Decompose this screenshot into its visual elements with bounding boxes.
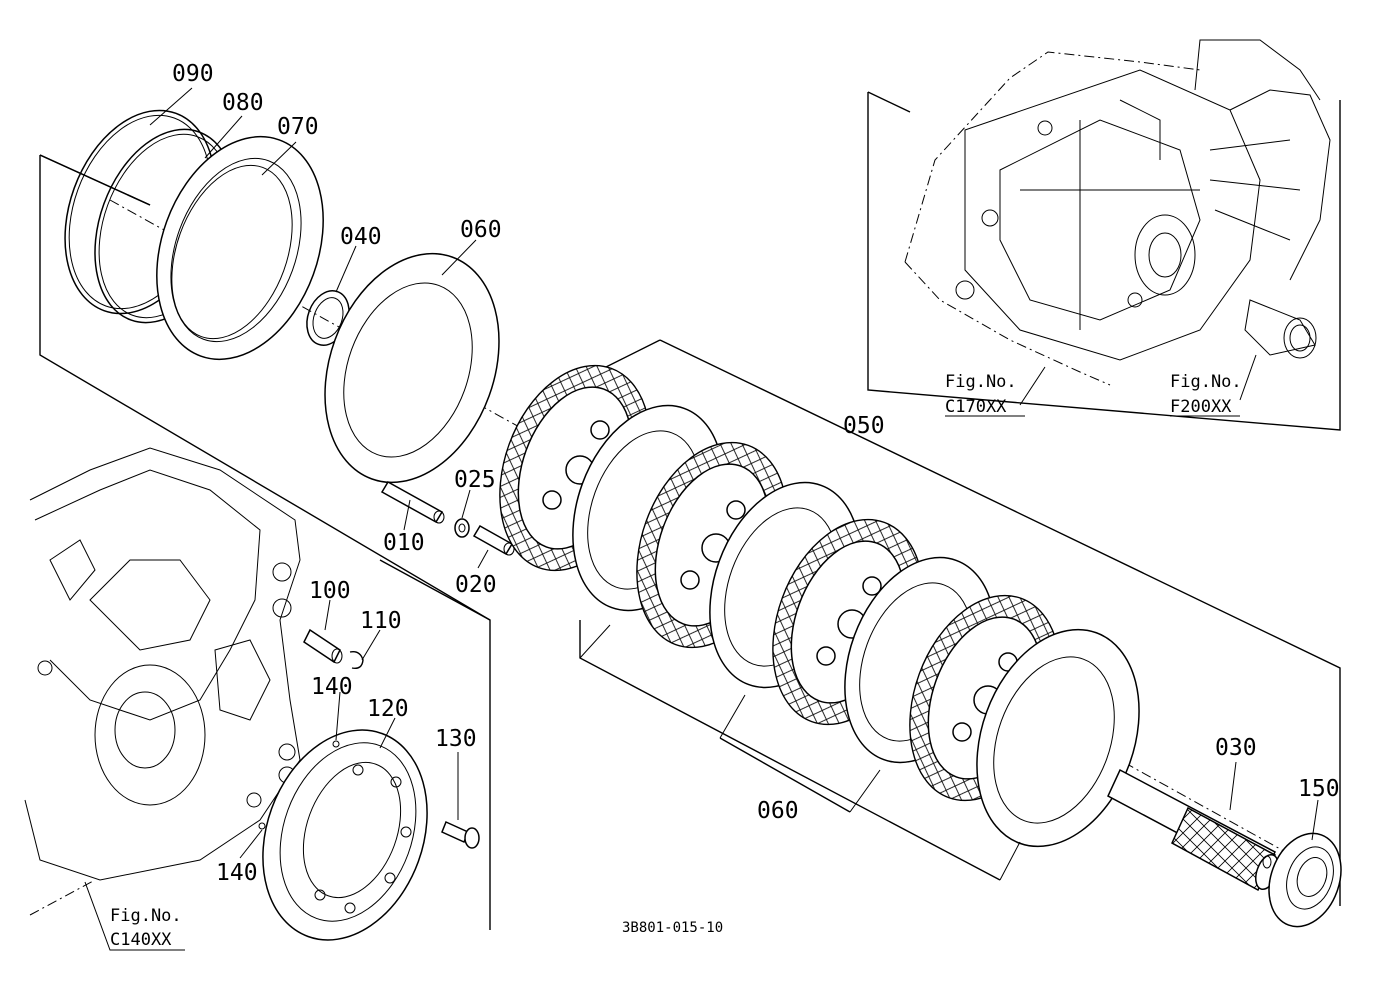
clip-110 [349,650,364,670]
label-025: 025 [454,467,496,493]
label-100: 100 [309,578,351,604]
piston-070 [156,135,324,361]
label-030: 030 [1215,735,1257,761]
oring-140 [258,740,340,830]
label-120: 120 [367,696,409,722]
cover-120 [262,729,428,941]
label-060-bottom: 060 [757,798,799,824]
ref-c170-line2: C170XX [945,397,1007,417]
label-110: 110 [360,608,402,634]
figure-reference-labels: Fig.No. C170XX Fig.No. F200XX Fig.No. C1… [110,372,1242,950]
label-070: 070 [277,114,319,140]
label-050: 050 [843,413,885,439]
label-090: 090 [172,61,214,87]
pin-010 [380,480,445,524]
ref-c170-line1: Fig.No. [945,372,1017,392]
bolt-130 [441,820,480,849]
ref-f200-line2: F200XX [1170,397,1232,417]
label-140-top: 140 [311,674,353,700]
ref-c140-line2: C140XX [110,930,172,950]
ref-c140-line1: Fig.No. [110,906,182,926]
label-060-top: 060 [460,217,502,243]
ring-025 [454,518,470,538]
label-130: 130 [435,726,477,752]
valve-100 [303,628,343,664]
inset-housing-c170 [867,39,1341,431]
label-150: 150 [1298,776,1340,802]
label-010: 010 [383,530,425,556]
steel-plate-060-top [324,252,500,484]
shaft-030 [1107,768,1279,892]
bracket-060-bottom [579,624,1021,881]
label-140-bottom: 140 [216,860,258,886]
bearing-150 [1268,832,1342,928]
ref-f200-line1: Fig.No. [1170,372,1242,392]
part-labels: 090 080 070 040 060 050 025 010 020 100 … [172,61,1340,886]
leader-lines [149,87,1319,859]
label-040: 040 [340,224,382,250]
drawing-code: 3B801-015-10 [622,920,723,936]
label-080: 080 [222,90,264,116]
label-020: 020 [455,572,497,598]
group-outline-left [39,154,491,621]
